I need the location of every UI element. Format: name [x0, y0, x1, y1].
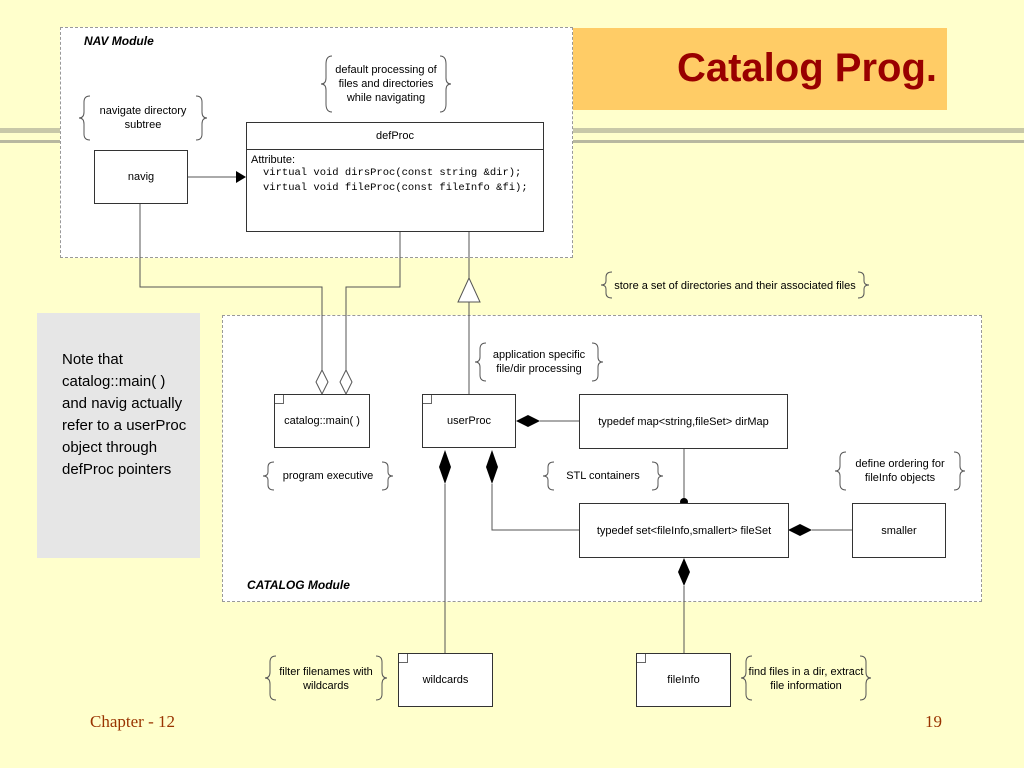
slide-title: Catalog Prog.	[676, 46, 937, 90]
defproc-member-fileproc: virtual void fileProc(const fileInfo &fi…	[263, 182, 528, 194]
decor-rule-right	[572, 128, 1024, 133]
catalog-main-module: catalog::main( )	[274, 394, 370, 448]
defproc-attribute-header: Attribute:	[251, 154, 296, 166]
decor-rule-right-thin	[572, 140, 1024, 143]
side-note-text: Note that catalog::main( ) and navig act…	[62, 351, 187, 478]
side-note: Note that catalog::main( ) and navig act…	[37, 313, 200, 558]
defproc-aggregation-line	[345, 232, 401, 370]
aggregation-diamond-left	[315, 368, 329, 396]
smaller-class: smaller	[852, 503, 946, 558]
note-filter-filenames: filter filenames with wildcards	[279, 666, 373, 692]
userproc-module: userProc	[422, 394, 516, 448]
note-define-ordering: define ordering for fileInfo objects	[855, 458, 945, 484]
composition-diamond-fileinfo	[678, 558, 690, 586]
note-store-set: store a set of directories and their ass…	[614, 280, 856, 292]
footer-chapter: Chapter - 12	[90, 712, 175, 731]
aggregation-diamond-right	[339, 368, 353, 396]
note-find-files: find files in a dir, extract file inform…	[748, 666, 864, 692]
defproc-class: defProc Attribute: virtual void dirsProc…	[246, 122, 544, 232]
note-program-exec: program executive	[282, 470, 374, 482]
note-app-specific: application specific file/dir processing	[492, 349, 586, 375]
note-stl-containers: STL containers	[566, 470, 640, 482]
navig-aggregation-line	[139, 204, 323, 370]
fileinfo-module: fileInfo	[636, 653, 731, 707]
composition-diamond-userproc-dirmap	[516, 415, 540, 427]
note-navigate-subtree: navigate directory subtree	[99, 105, 187, 131]
dirmap-typedef: typedef map<string,fileSet> dirMap	[579, 394, 788, 449]
generalization-triangle	[457, 276, 481, 303]
defproc-member-dirsproc: virtual void dirsProc(const string &dir)…	[263, 167, 522, 179]
wildcards-module: wildcards	[398, 653, 493, 707]
composition-diamond-fileset	[486, 450, 498, 484]
fileset-typedef: typedef set<fileInfo,smallert> fileSet	[579, 503, 789, 558]
catalog-module-label: CATALOG Module	[247, 578, 350, 592]
composition-diamond-wildcards	[439, 450, 451, 484]
userproc-fileset-line	[491, 484, 579, 531]
defproc-class-name: defProc	[247, 123, 543, 150]
footer-page-number: 19	[925, 712, 942, 731]
note-default-processing: default processing of files and director…	[335, 64, 437, 104]
title-bar: Catalog Prog.	[572, 28, 947, 110]
navig-class: navig	[94, 150, 188, 204]
decor-rule-left-thin	[0, 140, 60, 143]
nav-module-label: NAV Module	[84, 34, 154, 48]
decor-rule-left	[0, 128, 60, 133]
composition-diamond-smaller	[788, 524, 812, 536]
arrowhead-defproc	[236, 171, 246, 183]
